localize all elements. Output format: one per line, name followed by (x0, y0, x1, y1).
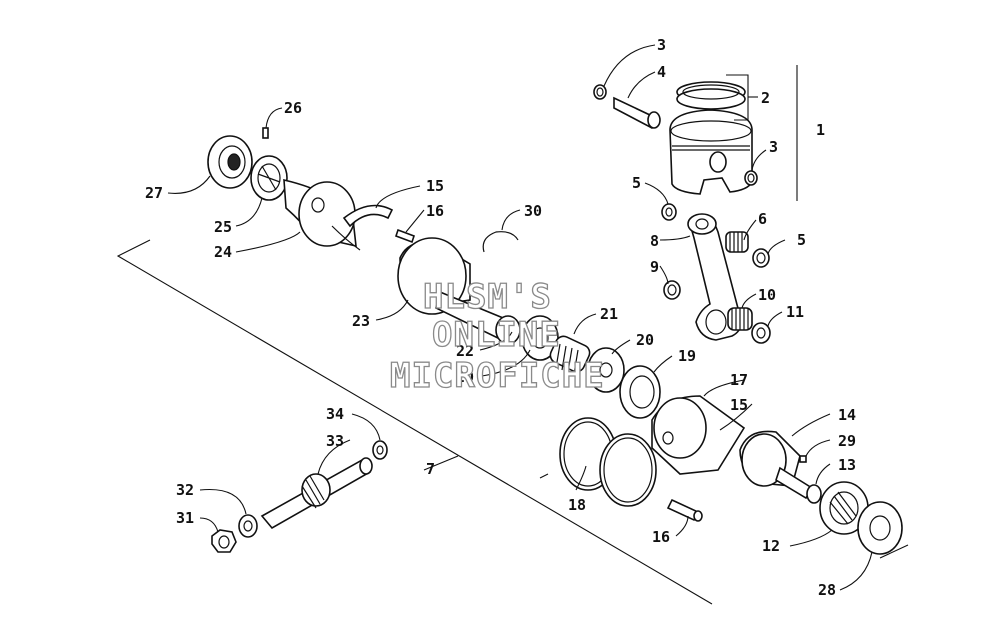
callout-18: 18 (568, 496, 586, 514)
callout-22: 22 (456, 342, 474, 360)
callout-29: 29 (838, 432, 856, 450)
callout-27: 27 (145, 184, 163, 202)
callout-21: 21 (600, 305, 618, 323)
callout-34: 34 (326, 405, 344, 423)
callout-28: 28 (818, 581, 836, 599)
callout-23: 23 (352, 312, 370, 330)
crankshaft-right-assembly (549, 335, 903, 555)
callout-12: 12 (762, 537, 780, 555)
callout-2: 2 (761, 89, 770, 107)
callout-16: 16 (652, 528, 670, 546)
callout-16: 16 (426, 202, 444, 220)
callout-5: 5 (797, 231, 806, 249)
callout-24: 24 (214, 243, 232, 261)
callout-8: 8 (650, 232, 659, 250)
callout-32: 32 (176, 481, 194, 499)
callout-7: 7 (426, 460, 435, 478)
callout-26: 26 (284, 99, 302, 117)
callout-20: 20 (456, 368, 474, 386)
callout-17: 17 (730, 371, 748, 389)
output-shaft-assembly (211, 440, 388, 553)
callout-3: 3 (657, 36, 666, 54)
watermark-line-1: HLSM'S (423, 277, 552, 317)
callout-33: 33 (326, 432, 344, 450)
leader-lines (167, 44, 873, 591)
watermark: HLSM'S ONLINE MICROFICHE (389, 276, 605, 396)
callout-labels: 3 4 2 1 3 5 6 5 8 9 10 11 26 27 25 24 15… (145, 36, 856, 599)
callout-3: 3 (769, 138, 778, 156)
callout-13: 13 (838, 456, 856, 474)
callout-9: 9 (650, 258, 659, 276)
callout-15: 15 (730, 396, 748, 414)
crankshaft-left-assembly (207, 127, 559, 361)
callout-11: 11 (786, 303, 804, 321)
callout-4: 4 (657, 63, 666, 81)
callout-31: 31 (176, 509, 194, 527)
watermark-line-2: ONLINE (432, 315, 561, 355)
callout-15: 15 (426, 177, 444, 195)
callout-5: 5 (632, 174, 641, 192)
callout-1: 1 (816, 121, 825, 139)
callout-14: 14 (838, 406, 856, 424)
callout-10: 10 (758, 286, 776, 304)
watermark-line-3: MICROFICHE (390, 356, 605, 396)
callout-19: 19 (678, 347, 696, 365)
callout-25: 25 (214, 218, 232, 236)
callout-30: 30 (524, 202, 542, 220)
callout-20: 20 (636, 331, 654, 349)
callout-6: 6 (758, 210, 767, 228)
piston-assembly (593, 81, 771, 344)
assembly-boundary-lines (116, 65, 909, 605)
